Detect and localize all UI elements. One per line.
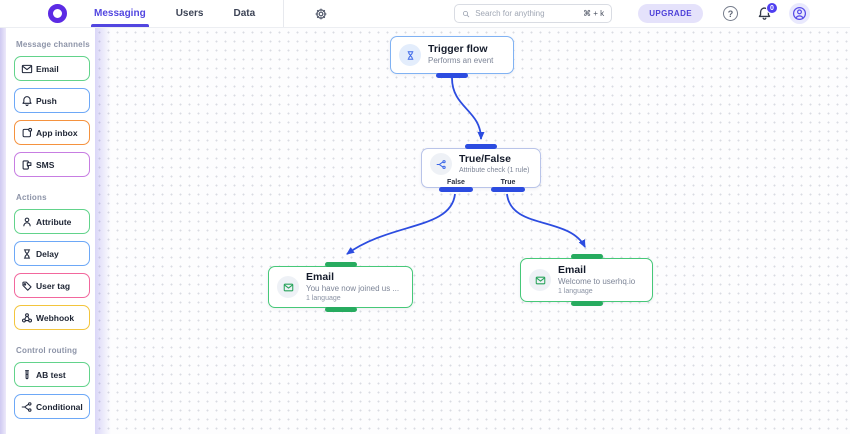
node-text: Trigger flow Performs an event (428, 43, 493, 67)
output-handle[interactable] (436, 73, 468, 78)
section-title-actions: Actions (16, 193, 47, 202)
avatar[interactable] (789, 3, 810, 24)
split-icon (430, 153, 452, 175)
app-inbox-icon (21, 127, 33, 139)
palette-item-label: Delay (36, 248, 59, 259)
node-title: Email (558, 263, 587, 276)
edge-trigger-to-truefalse (451, 77, 485, 140)
palette-item-user-tag[interactable]: User tag (14, 273, 90, 298)
person-icon (21, 216, 33, 228)
envelope-icon (529, 269, 551, 291)
input-handle[interactable] (324, 262, 357, 267)
section-title-message-channels: Message channels (16, 40, 90, 49)
webhook-icon (21, 312, 33, 324)
tab-users-label: Users (175, 8, 204, 19)
output-label-true: True (500, 179, 516, 186)
output-label-false: False (447, 179, 465, 186)
settings-button[interactable] (314, 7, 328, 21)
section-title-control-routing: Control routing (16, 346, 78, 355)
topbar: Messaging Users Data ⌘ + k UPGRADE ? 0 (0, 0, 850, 28)
search-input[interactable] (475, 9, 579, 18)
node-text: Email Welcome to userhq.io 1 language (558, 264, 635, 297)
node-subtitle: Attribute check (1 rule) (459, 167, 530, 175)
ab-test-icon (21, 369, 33, 381)
output-handle[interactable] (570, 301, 603, 306)
palette-item-attribute[interactable]: Attribute (14, 209, 90, 234)
search-box[interactable]: ⌘ + k (454, 4, 613, 23)
node-text: Email You have now joined us ... 1 langu… (306, 271, 399, 304)
palette-item-label: Conditional (36, 401, 83, 412)
palette-item-label: Webhook (36, 312, 75, 323)
node-email-false-branch[interactable]: Email You have now joined us ... 1 langu… (268, 262, 413, 312)
node-meta: 1 language (558, 288, 593, 296)
notification-badge: 0 (766, 2, 778, 14)
palette-item-label: Attribute (36, 216, 72, 227)
tag-icon (21, 280, 33, 292)
edge-true-to-email (506, 193, 586, 248)
tab-users[interactable]: Users (176, 0, 204, 27)
palette-item-label: SMS (36, 159, 55, 170)
logo[interactable] (48, 4, 67, 23)
tab-messaging[interactable]: Messaging (91, 0, 149, 27)
split-icon (21, 401, 33, 413)
node-subtitle: Performs an event (428, 56, 494, 66)
node-title: Email (306, 270, 335, 283)
node-trigger-flow[interactable]: Trigger flow Performs an event (390, 36, 514, 78)
hourglass-icon (21, 248, 33, 260)
palette-item-label: User tag (36, 280, 71, 291)
notifications-button[interactable]: 0 (757, 2, 778, 21)
search-icon (462, 10, 470, 18)
tab-messaging-label: Messaging (94, 8, 146, 19)
tab-data-label: Data (233, 8, 256, 19)
gear-icon (314, 7, 328, 21)
flow-edges (346, 77, 586, 255)
search-shortcut: ⌘ + k (583, 9, 605, 18)
question-mark-icon: ? (727, 8, 734, 19)
output-handle-true[interactable] (491, 187, 525, 192)
bell-icon (21, 95, 33, 107)
node-subtitle: You have now joined us ... (306, 283, 400, 293)
palette-item-ab-test[interactable]: AB test (14, 362, 90, 387)
node-subtitle: Welcome to userhq.io (558, 276, 636, 286)
node-palette-sidebar: Message channels Email Push App inbox SM… (6, 28, 95, 434)
palette-item-sms[interactable]: SMS (14, 152, 90, 177)
palette-item-label: Push (36, 95, 57, 106)
hourglass-icon (399, 44, 421, 66)
node-text: True/False Attribute check (1 rule) (459, 153, 529, 175)
palette-item-label: Email (36, 63, 59, 74)
output-handle[interactable] (324, 307, 357, 312)
palette-item-webhook[interactable]: Webhook (14, 305, 90, 330)
palette-item-label: AB test (36, 369, 66, 380)
envelope-icon (21, 63, 33, 75)
main-nav: Messaging Users Data (91, 0, 256, 27)
palette-item-app-inbox[interactable]: App inbox (14, 120, 90, 145)
upgrade-button[interactable]: UPGRADE (638, 4, 703, 23)
palette-item-conditional[interactable]: Conditional (14, 394, 90, 419)
envelope-icon (277, 276, 299, 298)
node-meta: 1 language (306, 295, 341, 303)
user-avatar-icon (792, 6, 807, 21)
node-email-true-branch[interactable]: Email Welcome to userhq.io 1 language (520, 254, 653, 306)
sms-icon (21, 159, 33, 171)
palette-item-label: App inbox (36, 127, 78, 138)
left-accent-strip (0, 28, 6, 434)
edge-false-to-email (346, 193, 456, 255)
node-title: True/False (459, 152, 511, 165)
node-title: Trigger flow (428, 43, 488, 56)
help-button[interactable]: ? (723, 6, 738, 21)
palette-item-email[interactable]: Email (14, 56, 90, 81)
output-handle-false[interactable] (439, 187, 473, 192)
flow-canvas[interactable]: Trigger flow Performs an event True/Fals… (95, 28, 850, 434)
sidebar-shadow (95, 28, 111, 434)
node-true-false[interactable]: True/False Attribute check (1 rule) Fals… (421, 144, 541, 192)
input-handle[interactable] (570, 254, 603, 259)
topbar-divider (283, 0, 285, 27)
tab-data[interactable]: Data (234, 0, 256, 27)
palette-item-push[interactable]: Push (14, 88, 90, 113)
palette-item-delay[interactable]: Delay (14, 241, 90, 266)
input-handle[interactable] (465, 144, 497, 149)
